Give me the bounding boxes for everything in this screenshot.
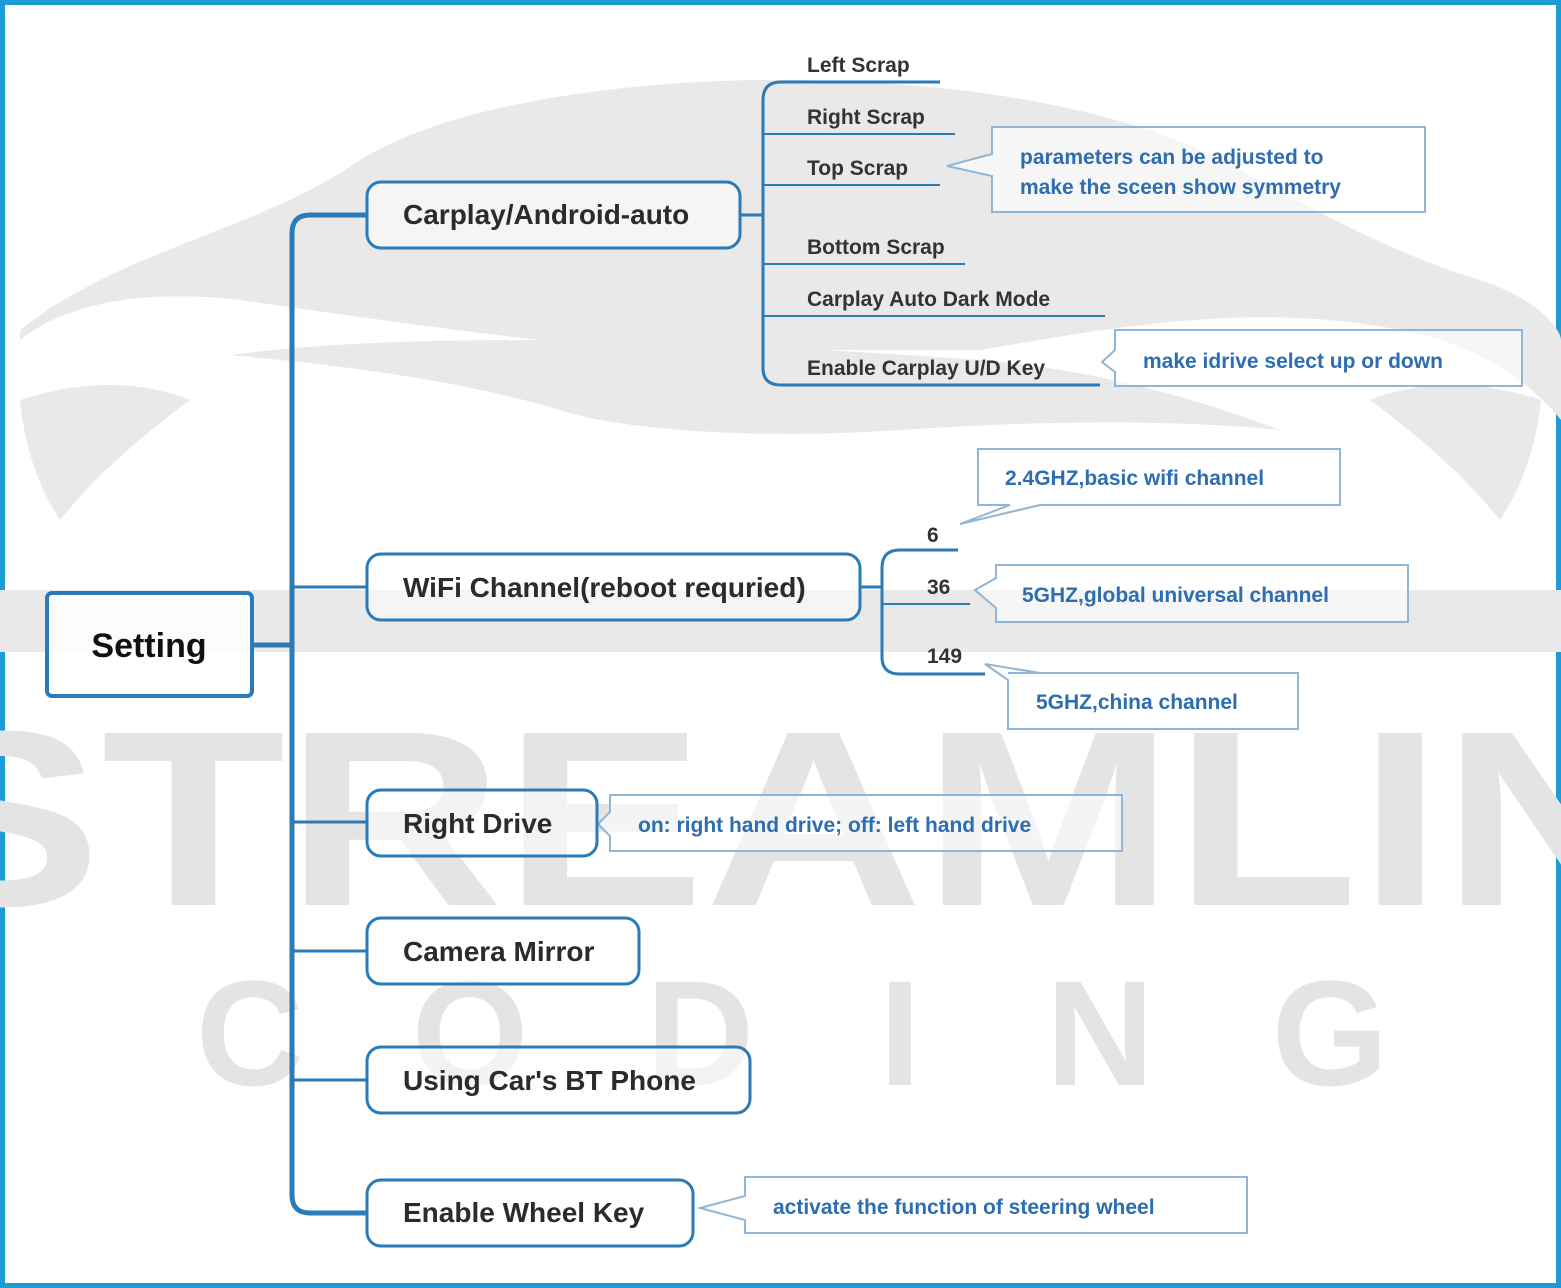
- callout-wifi-36: [973, 564, 1409, 623]
- node-wifi-box: [365, 552, 862, 622]
- callout-wifi-149: [984, 663, 1299, 730]
- node-wifi-label: WiFi Channel(reboot requried): [403, 572, 806, 603]
- node-right-drive-box: [365, 788, 599, 858]
- root-node-box: [45, 591, 254, 698]
- wifi-channel: 6: [927, 524, 939, 547]
- watermark-car-hood: [230, 340, 1280, 434]
- callout-udkey-text: make idrive select up or down: [1143, 350, 1443, 373]
- node-wheel-key-label: Enable Wheel Key: [403, 1197, 645, 1228]
- wifi-channel: 36: [927, 576, 950, 599]
- callout-right-drive-text: on: right hand drive; off: left hand dri…: [638, 814, 1031, 837]
- watermark-letter: N: [1046, 949, 1154, 1117]
- branch-nodes: Carplay/Android-auto WiFi Channel(reboot…: [365, 180, 862, 1248]
- carplay-sub-trunk: [740, 80, 1100, 387]
- node-bt-phone-box: [365, 1045, 752, 1115]
- connectors: [252, 80, 1105, 1216]
- carplay-item: Bottom Scrap: [807, 236, 945, 259]
- carplay-item: Left Scrap: [807, 54, 910, 77]
- main-trunk: [289, 212, 367, 1216]
- node-bt-phone-label: Using Car's BT Phone: [403, 1065, 696, 1096]
- callout-symmetry-line2: make the sceen show symmetry: [1020, 176, 1341, 199]
- callout-wifi-36-text: 5GHZ,global universal channel: [1022, 584, 1329, 607]
- callout-wifi-149-text: 5GHZ,china channel: [1036, 691, 1238, 714]
- watermark-letter: C: [196, 949, 304, 1117]
- watermark-car-left-lamp: [20, 385, 190, 520]
- watermark-car-right-lamp: [1370, 385, 1541, 520]
- carplay-item: Top Scrap: [807, 157, 908, 180]
- watermark-letter: G: [1272, 949, 1389, 1117]
- callout-udkey: [1100, 329, 1523, 387]
- callout-wheel-key: [696, 1176, 1248, 1234]
- node-carplay-label: Carplay/Android-auto: [403, 199, 689, 230]
- node-camera-mirror-label: Camera Mirror: [403, 936, 595, 967]
- carplay-item: Carplay Auto Dark Mode: [807, 288, 1050, 311]
- callout-symmetry: [946, 126, 1426, 213]
- wifi-sub-trunk: [860, 548, 985, 676]
- root-node: Setting: [45, 591, 254, 698]
- node-right-drive-label: Right Drive: [403, 808, 552, 839]
- callout-wifi-24: [959, 448, 1341, 525]
- callout-wheel-key-text: activate the function of steering wheel: [773, 1196, 1155, 1219]
- node-camera-mirror-box: [365, 916, 641, 986]
- wifi-channels: 6 36 149: [927, 524, 962, 668]
- carplay-item: Enable Carplay U/D Key: [807, 357, 1045, 380]
- root-node-label: Setting: [91, 627, 206, 665]
- carplay-items: Left Scrap Right Scrap Top Scrap Bottom …: [807, 54, 1050, 380]
- node-wheel-key-box: [365, 1178, 695, 1248]
- callout-symmetry-line1: parameters can be adjusted to: [1020, 146, 1323, 169]
- callouts: parameters can be adjusted to make the s…: [596, 126, 1523, 1234]
- wifi-channel: 149: [927, 645, 962, 668]
- carplay-item: Right Scrap: [807, 106, 925, 129]
- callout-right-drive: [596, 794, 1123, 852]
- callout-wifi-24-text: 2.4GHZ,basic wifi channel: [1005, 467, 1264, 490]
- node-carplay-box: [365, 180, 742, 250]
- watermark-letter: I: [879, 949, 921, 1117]
